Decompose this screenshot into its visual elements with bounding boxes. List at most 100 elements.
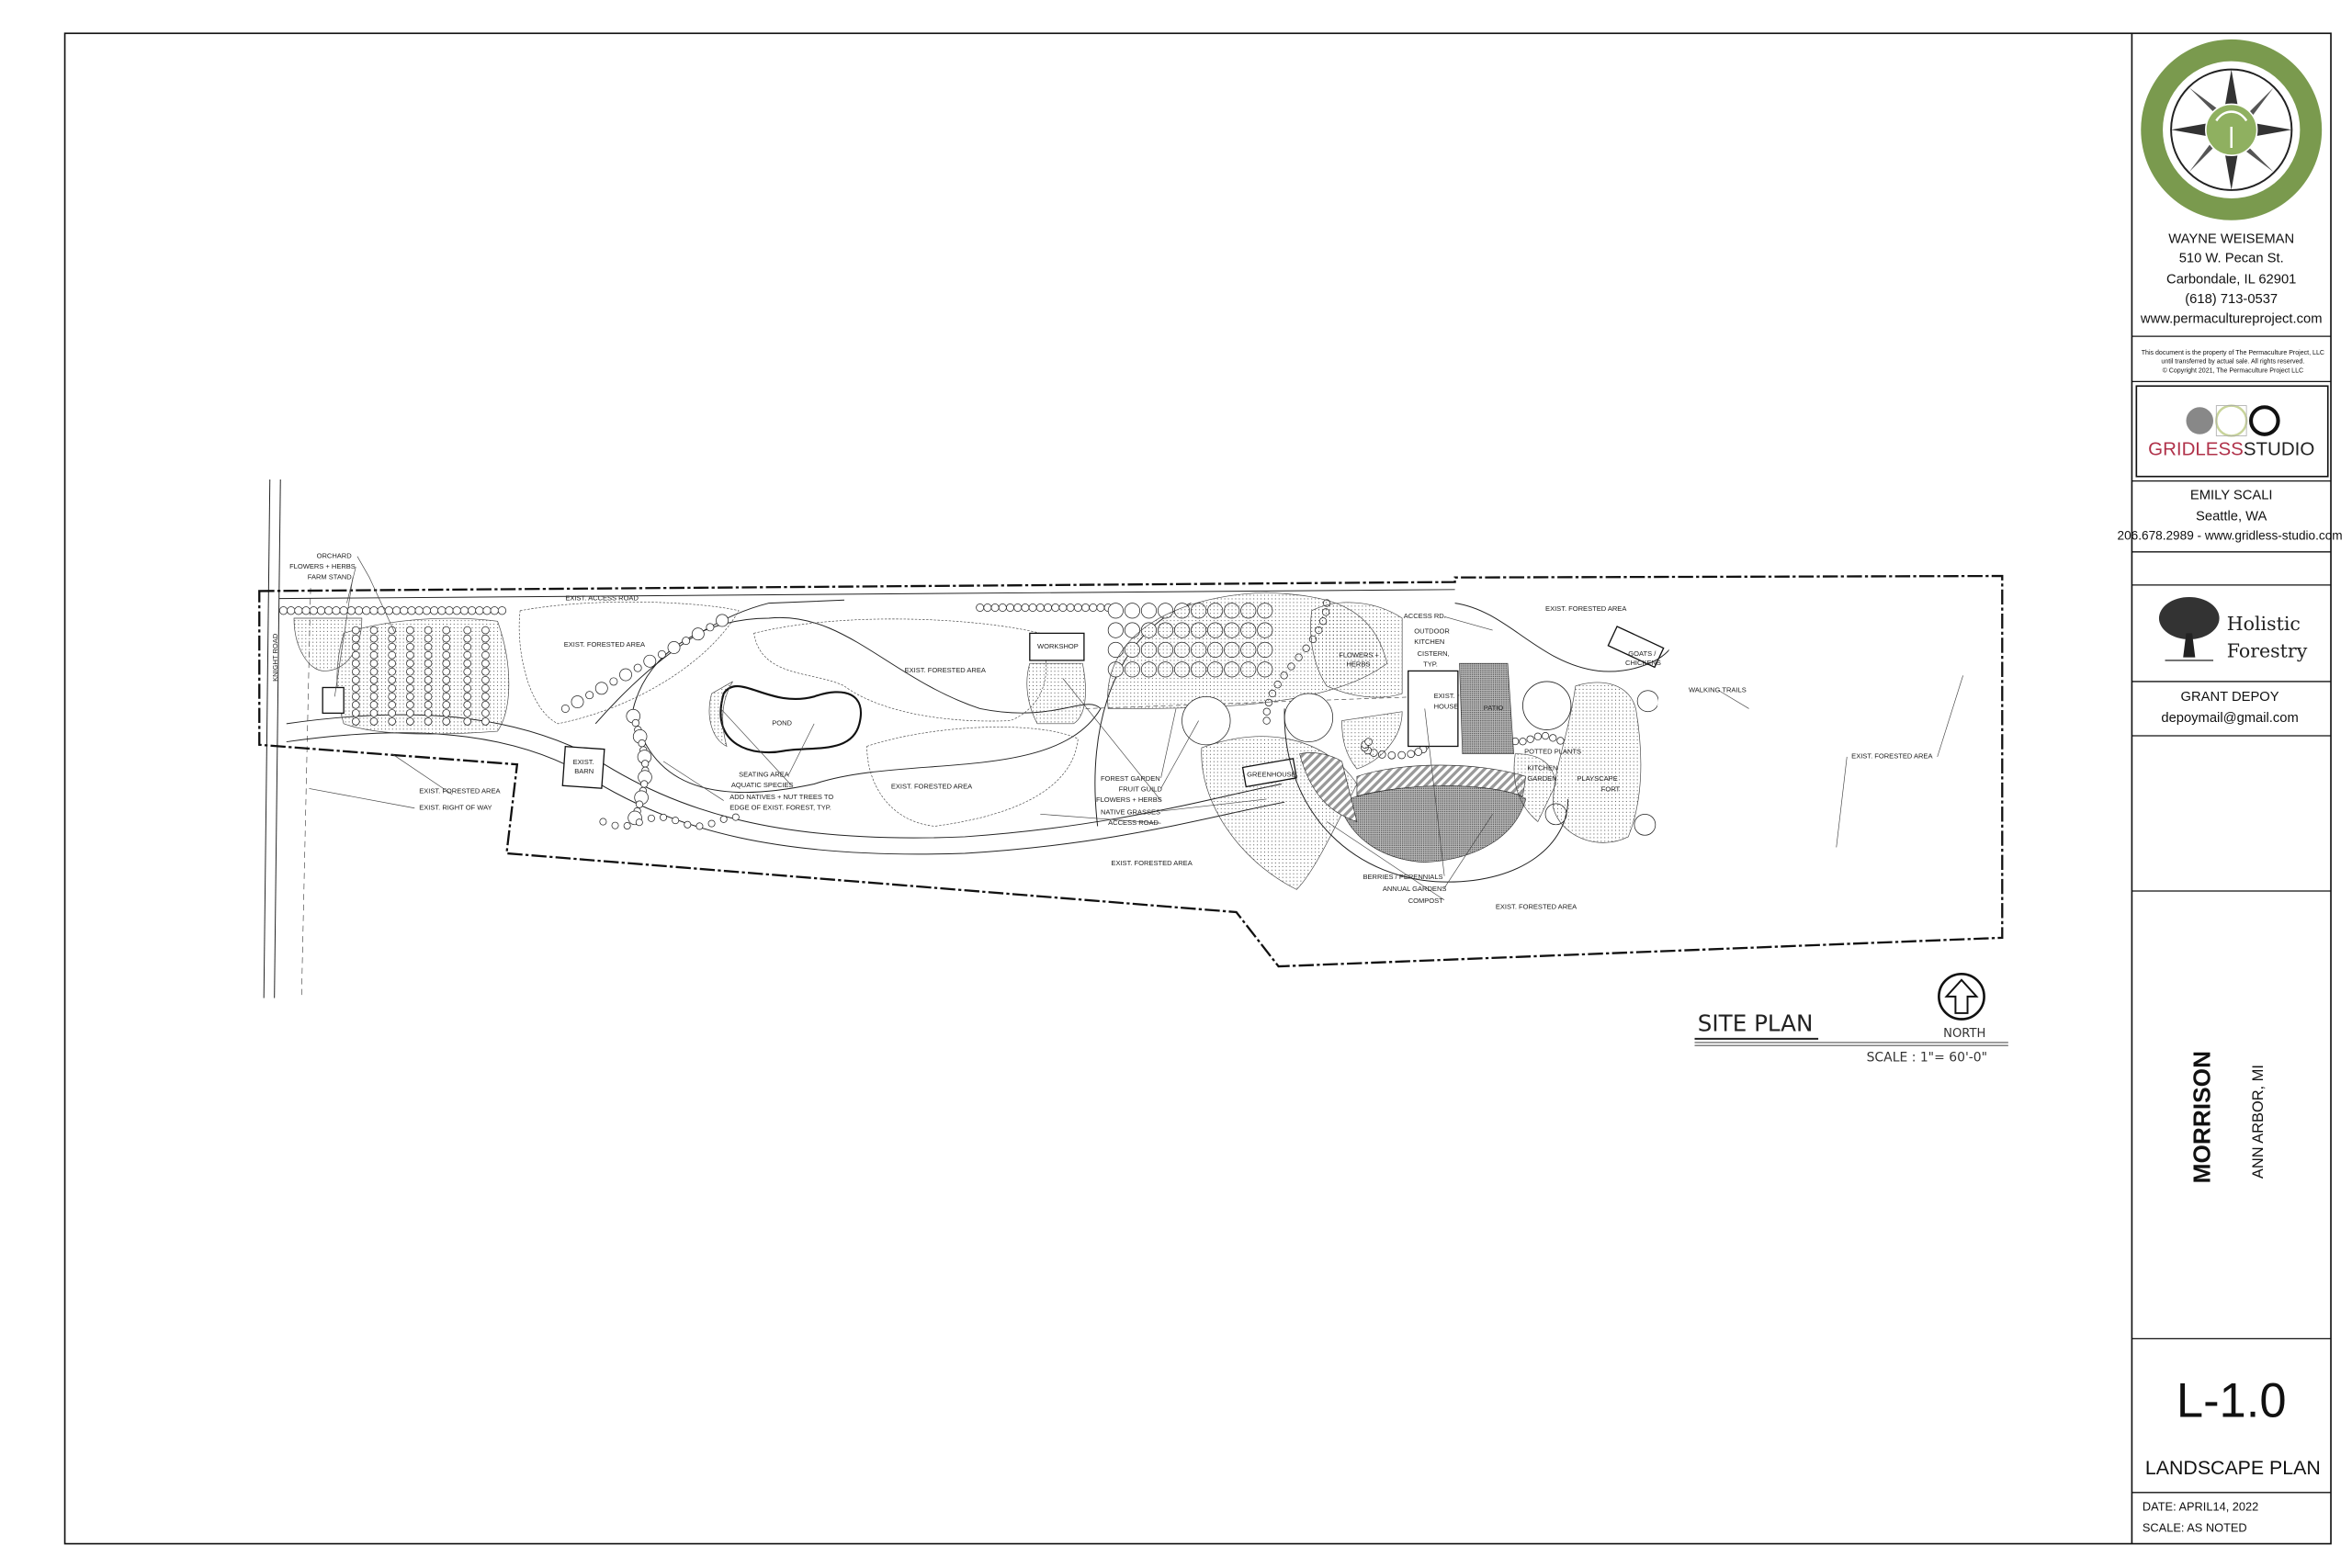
tree-symbol: [706, 623, 715, 632]
tree-symbol: [391, 606, 401, 615]
knight-road-edge: [274, 479, 281, 998]
tree-symbol: [691, 627, 705, 641]
tree-symbol: [1089, 604, 1098, 612]
tree-symbol: [1556, 737, 1565, 745]
walking-trail: [1655, 621, 1954, 813]
tree-symbol: [406, 717, 414, 726]
tree-symbol: [1051, 604, 1060, 612]
tree-symbol: [369, 693, 379, 701]
tree-symbol: [369, 709, 379, 717]
north-arrow-icon: [1938, 972, 1985, 1021]
tree-symbol: [1387, 750, 1396, 760]
tree-symbol: [442, 701, 451, 709]
tree-symbol: [424, 667, 433, 676]
tree-symbol: [1519, 738, 1527, 746]
tree-symbol: [309, 606, 318, 615]
main-path: [286, 732, 1285, 855]
tree-symbol: [560, 704, 570, 713]
aquatic-bed: [708, 681, 733, 748]
label-access-road: ACCESS ROAD: [1108, 818, 1159, 827]
label-flowers-herbs: FLOWERS + HERBS: [289, 562, 356, 570]
label-barn: EXIST.: [573, 758, 594, 766]
tree-symbol: [1028, 604, 1037, 612]
tree-symbol: [442, 693, 451, 701]
tree-symbol: [481, 683, 490, 693]
tree-symbol: [351, 642, 360, 651]
designer-name: WAYNE WEISEMAN: [2168, 231, 2294, 246]
tree-symbol: [481, 659, 490, 668]
tree-symbol: [351, 693, 360, 701]
project-location: ANN ARBOR, MI: [2250, 1065, 2267, 1179]
label-berries-perennials: BERRIES / PERENNIALS: [1363, 873, 1442, 881]
label-forested-area: EXIST. FORESTED AREA: [905, 666, 987, 674]
tree-symbol: [635, 800, 644, 808]
tree-symbol: [442, 683, 451, 693]
project-name: MORRISON: [2188, 1051, 2216, 1183]
label-forested-area: EXIST. FORESTED AREA: [419, 786, 501, 795]
tree-symbol: [611, 821, 619, 829]
tree-symbol: [351, 675, 360, 684]
tree-symbol: [475, 606, 484, 615]
label-right-of-way: EXIST. RIGHT OF WAY: [419, 803, 492, 811]
tree-symbol: [424, 693, 433, 701]
forestry-email[interactable]: depoymail@gmail.com: [2161, 711, 2298, 726]
forestry-person: GRANT DEPOY: [2181, 690, 2279, 705]
tree-symbol: [354, 606, 364, 615]
tree-symbol: [377, 606, 386, 615]
tree-symbol: [351, 667, 360, 676]
pond: [719, 684, 862, 754]
tree-symbol: [481, 675, 490, 684]
tree-symbol: [369, 675, 379, 684]
tree-symbol: [424, 717, 433, 726]
label-pond: POND: [772, 719, 792, 728]
tree-symbol: [406, 709, 414, 717]
tree-symbol: [369, 642, 379, 651]
tree-symbol: [481, 717, 490, 726]
designer-website[interactable]: www.permacultureproject.com: [2140, 311, 2323, 326]
label-forest-garden: FOREST GARDEN: [1101, 774, 1160, 783]
barn-building: [561, 745, 605, 789]
tree-symbol: [1262, 707, 1271, 716]
tree-symbol: [351, 659, 360, 668]
label-forested-area: EXIST. FORESTED AREA: [1111, 859, 1193, 867]
tree-symbol: [442, 642, 451, 651]
tree-symbol: [667, 641, 681, 654]
site-plan-scale: SCALE : 1"= 60'-0": [1867, 1050, 1988, 1065]
greenhouse-building: [1241, 758, 1297, 788]
tree-symbol: [369, 683, 379, 693]
tree-symbol: [684, 820, 692, 829]
tree-symbol: [406, 642, 414, 651]
label-forested-area: EXIST. FORESTED AREA: [1545, 604, 1627, 613]
tree-symbol: [324, 606, 334, 615]
svg-text:GRIDLESSSTUDIO: GRIDLESSSTUDIO: [2148, 439, 2314, 460]
label-compost: COMPOST: [1408, 897, 1443, 905]
tree-symbol: [406, 675, 414, 684]
tree-symbol: [998, 604, 1007, 612]
tree-symbol: [339, 606, 348, 615]
tree-symbol: [351, 683, 360, 693]
north-label: NORTH: [1943, 1027, 1985, 1041]
tree-symbol: [351, 650, 360, 660]
tree-symbol: [1058, 604, 1068, 612]
tree-symbol: [406, 626, 414, 635]
tree-symbol: [388, 717, 396, 726]
flowers-herbs-bed: [1310, 602, 1403, 698]
label-flowers-herbs: FLOWERS +: [1339, 651, 1379, 660]
studio-city: Seattle, WA: [2196, 509, 2267, 524]
tree-symbol: [287, 606, 296, 615]
label-kitchen-garden: GARDEN: [1527, 774, 1556, 783]
tree-symbol: [1262, 716, 1271, 725]
tree-symbol: [657, 649, 666, 659]
site-plan: ORCHARD FLOWERS + HERBS FARM STAND KNIGH…: [258, 479, 2008, 1065]
tree-symbol: [1397, 750, 1406, 760]
label-house: HOUSE: [1434, 702, 1459, 710]
label-workshop: WORKSHOP: [1037, 642, 1079, 650]
gridless-studio-logo-frame: [2135, 385, 2329, 478]
disclaimer-line: © Copyright 2021, The Permaculture Proje…: [2163, 367, 2304, 375]
tree-symbol: [463, 634, 472, 643]
workshop-building: [1029, 632, 1085, 661]
tree-symbol: [351, 626, 360, 635]
knight-road-edge: [263, 479, 271, 998]
tree-symbol: [638, 739, 646, 748]
tree-symbol: [1541, 731, 1550, 740]
